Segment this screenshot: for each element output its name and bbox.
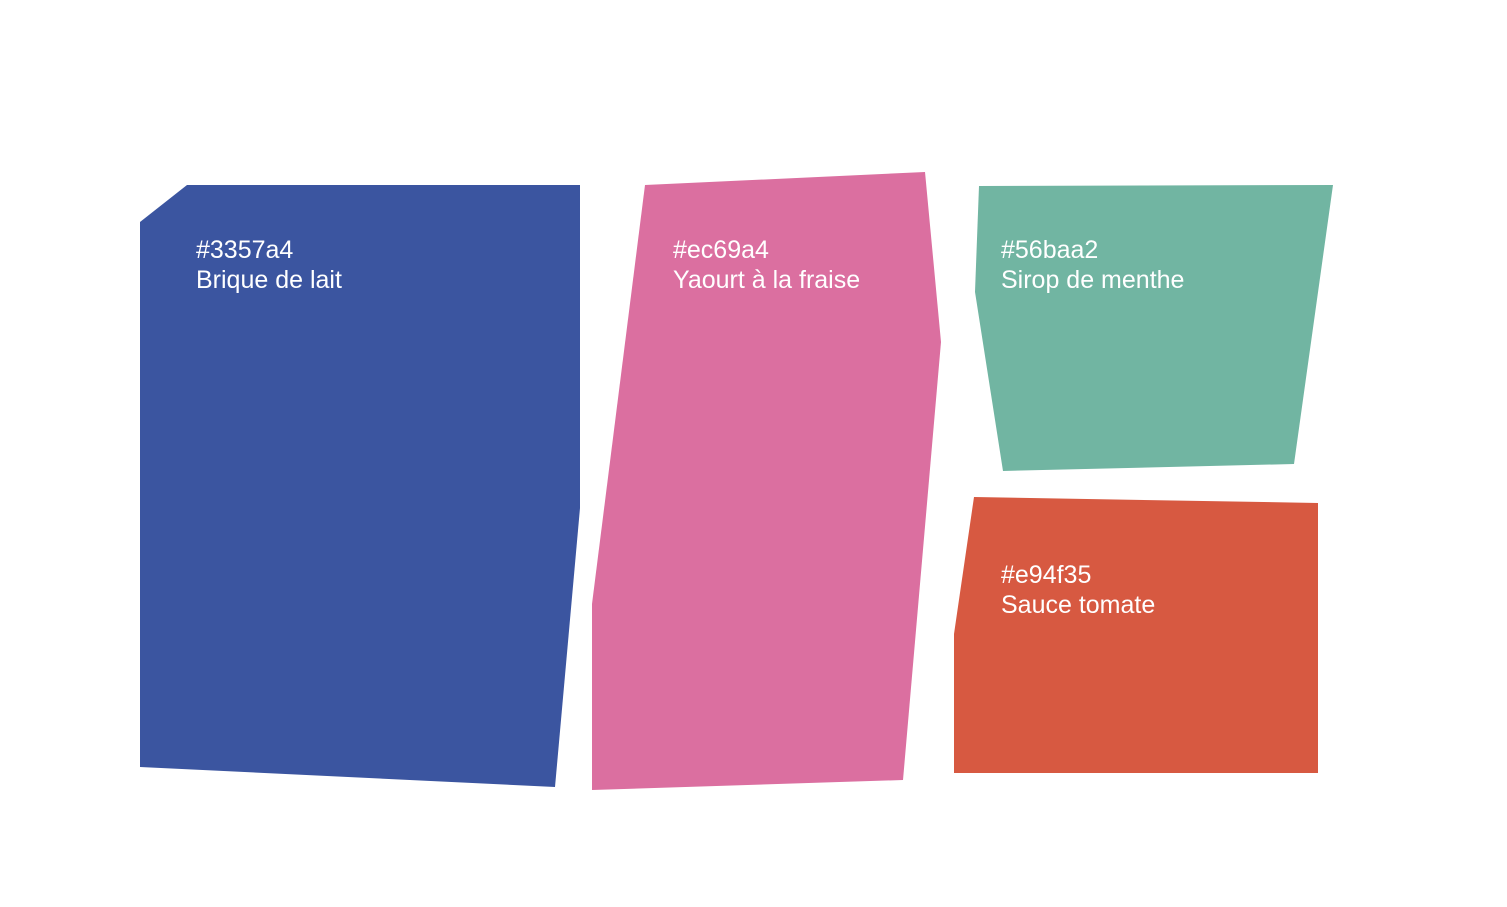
swatch-hex-code: #ec69a4 — [673, 236, 769, 264]
swatch-name: Brique de lait — [196, 266, 342, 294]
swatch-hex-code: #3357a4 — [196, 236, 294, 264]
swatch-shape-brique-de-lait — [140, 185, 580, 787]
swatch-hex-code: #e94f35 — [1001, 561, 1092, 589]
swatch-label-sauce-tomate: #e94f35 Sauce tomate — [1001, 560, 1155, 620]
swatch-shape-sauce-tomate — [954, 497, 1318, 773]
swatch-shape-yaourt-a-la-fraise — [592, 172, 941, 790]
swatch-label-brique-de-lait: #3357a4 Brique de lait — [196, 235, 342, 295]
swatch-label-sirop-de-menthe: #56baa2 Sirop de menthe — [1001, 235, 1184, 295]
swatch-name: Yaourt à la fraise — [673, 266, 861, 294]
swatch-label-yaourt-a-la-fraise: #ec69a4 Yaourt à la fraise — [673, 235, 860, 295]
swatch-shape-sirop-de-menthe — [975, 185, 1333, 471]
swatch-name: Sauce tomate — [1001, 591, 1156, 619]
swatch-hex-code: #56baa2 — [1001, 236, 1099, 264]
swatch-name: Sirop de menthe — [1001, 266, 1185, 294]
